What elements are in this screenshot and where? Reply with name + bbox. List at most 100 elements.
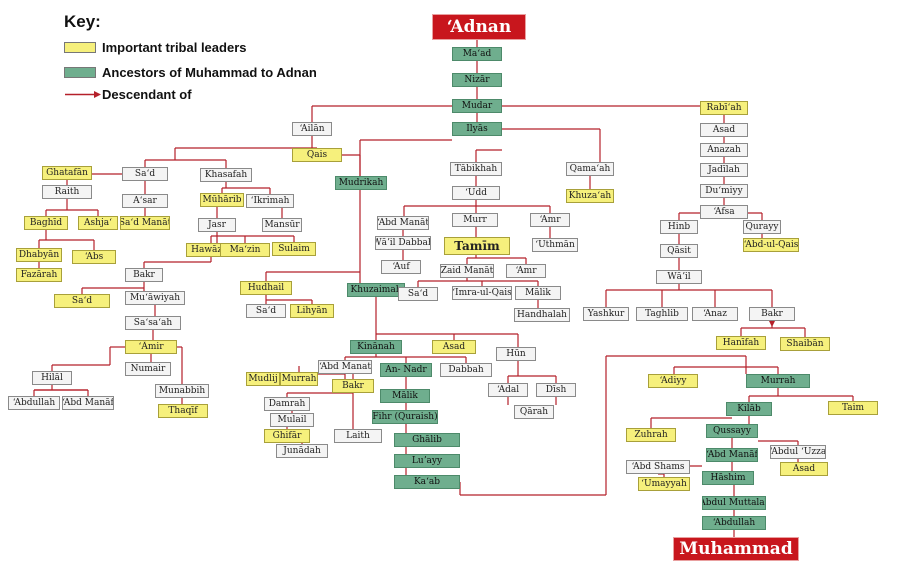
tree-node-damrah: Damrah [264,397,310,411]
tree-node-mudlij: Mudlij [246,372,280,386]
tree-node-thaqif: Thaqīf [158,404,208,418]
tree-node-abdullah2: ʻAbdullah [702,516,766,530]
tree-node-dhabyan: Dhabyān [16,248,62,262]
tree-node-sad4: Saʻd [246,304,286,318]
tree-node-hanifah: Hanīfah [716,336,766,350]
tree-node-taghlib: Taghlib [636,307,688,321]
tree-node-dumiyy: Duʻmiyy [700,184,748,198]
tree-node-bakr2: Bakr [332,379,374,393]
tree-node-muharib: Mūhārib [200,193,244,207]
tree-node-mudrikah: Mudrikah [335,176,387,190]
tree-node-laith: Laith [334,429,382,443]
tree-node-murrah1: Murrah [280,372,318,386]
tree-node-ghalib: Ghālib [394,433,460,447]
tree-node-ailan: ʻAilān [292,122,332,136]
tree-node-kaab: Kaʻab [394,475,460,489]
tree-node-sad3: Saʻd [398,287,438,301]
tree-node-fihr: Fihr (Quraish) [372,410,438,424]
tree-node-hilal: Hilāl [32,371,72,385]
tree-node-adiyy: ʻAdiyy [648,374,698,388]
tree-node-raith: Raith [42,185,92,199]
tree-node-maad: Maʻad [452,47,502,61]
tree-node-junadah: Junādah [276,444,328,458]
tree-node-khasafah: Khasafah [200,168,252,182]
tree-node-ikrimah: ʻIkrimah [246,194,294,208]
tree-node-tabikhah: Tābikhah [450,162,502,176]
tree-node-abdulqais: ʻAbd-ul-Qais [743,238,799,252]
tree-node-anaz: ʻAnaz [692,307,738,321]
tree-node-kinanah: Kinānah [350,340,402,354]
tree-node-abdmanaf1: ʻAbd Manāf [62,396,114,410]
tree-node-abdshams: ʻAbd Shams [626,460,690,474]
tree-node-udd: ʻUdd [452,186,500,200]
tree-node-abdmanat2: ʻAbd Manat [318,360,372,374]
tree-node-anazah: Anazah [700,143,748,157]
tree-node-dish: Dīsh [536,383,576,397]
legend-item-descendant: Descendant of [64,87,192,102]
tree-node-amr2: ʻAmr [506,264,546,278]
tree-node-hudhail: Hudhail [240,281,292,295]
tree-node-handhalah: Handhalah [514,308,570,322]
tree-node-hun: Hūn [496,347,536,361]
tree-node-lihyan: Lihyān [290,304,334,318]
tree-node-hashim: Hāshim [702,471,754,485]
tree-node-numair: Numair [125,362,171,376]
tree-node-murr: Murr [452,213,498,227]
tree-node-qais: Qais [292,148,342,162]
tree-node-sad1: Saʻd [122,167,168,181]
tree-node-qussayy: Qussayy [706,424,758,438]
tree-node-zaidmanat: Zaid Manāt [440,264,494,278]
tree-node-abdmanaf2: ʻAbd Manāf [706,448,758,462]
tree-node-hinb: Hinb [660,220,698,234]
tree-node-zuhrah: Zuhrah [626,428,676,442]
tree-node-khuzaah: Khuzaʻah [566,189,614,203]
tree-node-qurayy: Qurayy [743,220,781,234]
tree-node-malik2: Mālik [380,389,430,403]
tree-node-murrah2: Murrah [746,374,810,388]
tree-node-mansur: Mansūr [262,218,302,232]
tree-node-adal: ʻAdal [488,383,528,397]
legend-swatch-yellow [64,42,96,53]
tree-node-amr1: ʻAmr [530,213,570,227]
tree-node-umayyah: ʻUmayyah [638,477,690,491]
tree-node-mazin: Maʻzin [220,243,270,257]
tree-node-abs: ʻAbs [72,250,116,264]
tree-node-uthman: ʻUthmān [532,238,578,252]
tree-node-dabbah: Dabbah [440,363,492,377]
tree-node-yashkur: Yashkur [583,307,629,321]
tree-node-khuzaimah: Khuzaimah [347,283,405,297]
tree-node-asar: Aʻsar [122,194,168,208]
tree-node-auf: ʻAuf [381,260,421,274]
tree-node-asad3: Asad [780,462,828,476]
tree-node-amir: ʻĀmir [125,340,177,354]
tree-node-mulail: Mulail [270,413,314,427]
descendant-arrowhead [769,321,775,327]
tree-node-asad2: Asad [700,123,748,137]
tree-node-malik1: Mālik [515,286,561,300]
legend-label-ancestors: Ancestors of Muhammad to Adnan [102,65,317,80]
tree-node-tamim: Tamīm [444,237,510,255]
tree-node-bakr1: Bakr [125,268,163,282]
tree-node-jadilah: Jadīlah [700,163,748,177]
tree-node-annadr: An- Nadr [380,363,432,377]
tree-node-ashja: Ashjaʻ [78,216,118,230]
tree-node-abduluzza: ʻAbdul ʻUzza [770,445,826,459]
tree-node-kilab: Kilāb [726,402,772,416]
tree-node-bakr3: Bakr [749,307,795,321]
legend-label-leaders: Important tribal leaders [102,40,247,55]
tree-node-luayy: Luʼayy [394,454,460,468]
descendant-arrow-icon [65,91,101,98]
tree-node-adnan: ʻAdnan [433,15,525,39]
tree-node-sad2: Saʻd [54,294,110,308]
tree-node-mudar: Mudar [452,99,502,113]
tree-node-asad1: Asad [432,340,476,354]
tree-node-jasr: Jasr [198,218,236,232]
tree-node-rabiah: Rabīʻah [700,101,748,115]
legend-label-descendant: Descendant of [102,87,192,102]
tree-node-nizar: Nizār [452,73,502,87]
tree-node-baghid: Baghīd [24,216,68,230]
tree-node-abdmanat1: ʻAbd Manāt [377,216,429,230]
tree-node-munabbih: Munabbih [155,384,209,398]
tree-node-shaiban: Shaibān [780,337,830,351]
legend-swatch-green [64,67,96,78]
